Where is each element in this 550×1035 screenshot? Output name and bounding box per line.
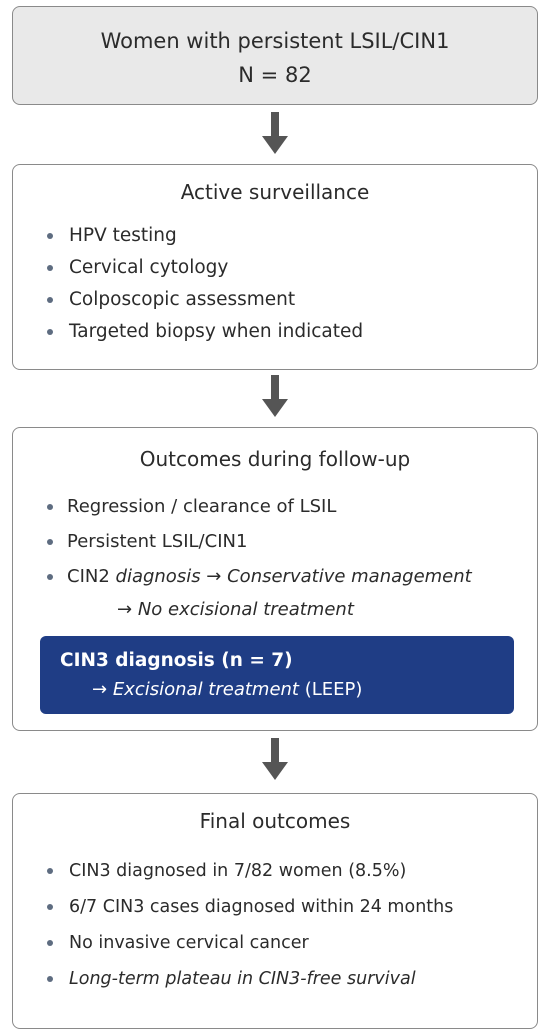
bullet-icon xyxy=(47,868,53,874)
list-item: CIN3 diagnosed in 7/82 women (8.5%) xyxy=(13,853,537,889)
cohort-box: Women with persistent LSIL/CIN1 N = 82 xyxy=(12,6,538,105)
bullet-icon xyxy=(47,573,53,580)
down-arrow-icon xyxy=(262,112,288,156)
list-item: Long-term plateau in CIN3-free survival xyxy=(13,961,537,997)
bullet-icon xyxy=(47,940,53,946)
list-item: No invasive cervical cancer xyxy=(13,925,537,961)
list-item: 6/7 CIN3 cases diagnosed within 24 month… xyxy=(13,889,537,925)
list-item: Persistent LSIL/CIN1 xyxy=(13,524,537,559)
bullet-icon xyxy=(47,265,53,271)
surveillance-list: HPV testing Cervical cytology Colposcopi… xyxy=(13,220,537,348)
cin3-treatment: → Excisional treatment (LEEP) xyxy=(92,679,363,700)
down-arrow-icon xyxy=(262,738,288,782)
list-item: Cervical cytology xyxy=(13,252,537,284)
list-item: Targeted biopsy when indicated xyxy=(13,316,537,348)
bullet-icon xyxy=(47,976,53,982)
cin2-subline: → No excisional treatment xyxy=(117,599,354,620)
surveillance-box: Active surveillance HPV testing Cervical… xyxy=(12,164,538,370)
list-item: Regression / clearance of LSIL xyxy=(13,489,537,524)
cin3-highlight: CIN3 diagnosis (n = 7) → Excisional trea… xyxy=(40,636,514,714)
bullet-icon xyxy=(47,904,53,910)
cohort-count: N = 82 xyxy=(238,63,312,87)
surveillance-title: Active surveillance xyxy=(180,180,370,204)
cohort-title: Women with persistent LSIL/CIN1 xyxy=(100,29,450,53)
bullet-icon xyxy=(47,503,53,510)
outcomes-followup-list: Regression / clearance of LSIL Persisten… xyxy=(13,489,537,594)
final-outcomes-box: Final outcomes CIN3 diagnosed in 7/82 wo… xyxy=(12,793,538,1029)
bullet-icon xyxy=(47,233,53,239)
down-arrow-icon xyxy=(262,375,288,419)
final-outcomes-list: CIN3 diagnosed in 7/82 women (8.5%) 6/7 … xyxy=(13,853,537,997)
cin3-title: CIN3 diagnosis (n = 7) xyxy=(60,650,293,671)
outcomes-followup-title: Outcomes during follow-up xyxy=(139,447,411,471)
list-item: HPV testing xyxy=(13,220,537,252)
list-item: Colposcopic assessment xyxy=(13,284,537,316)
bullet-icon xyxy=(47,538,53,545)
bullet-icon xyxy=(47,329,53,335)
final-outcomes-title: Final outcomes xyxy=(199,809,351,833)
outcomes-followup-box: Outcomes during follow-up Regression / c… xyxy=(12,427,538,731)
cin2-item: CIN2 diagnosis → Conservative management xyxy=(13,559,537,594)
bullet-icon xyxy=(47,297,53,303)
